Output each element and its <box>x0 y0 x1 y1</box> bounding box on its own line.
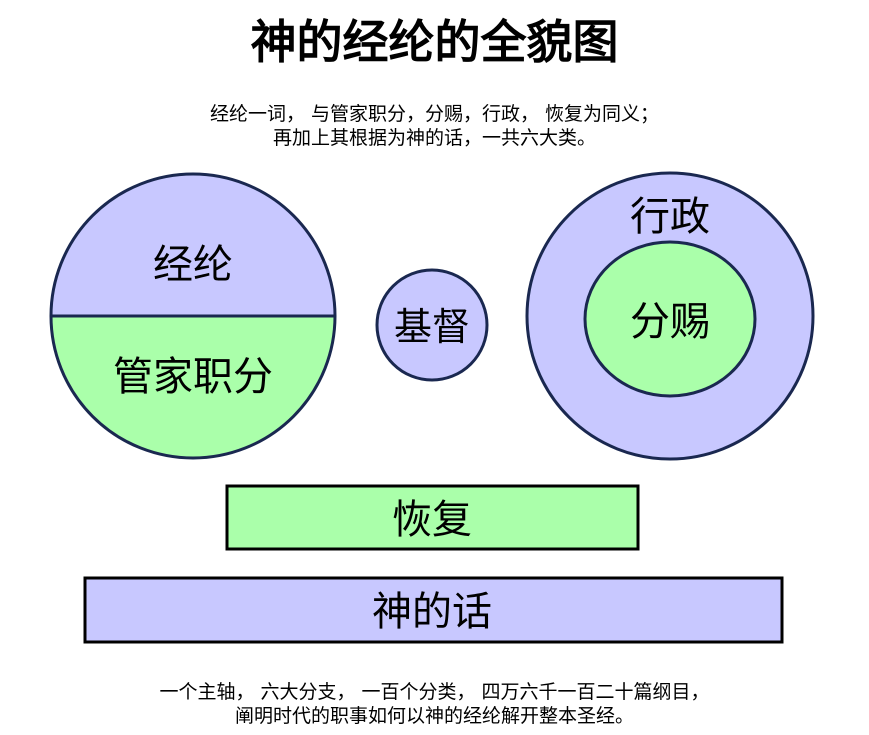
page-title: 神的经纶的全貌图 <box>250 15 619 69</box>
subtitle-line: 再加上其根据为神的话，一共六大类。 <box>272 127 596 149</box>
footer-line: 阐明时代的职事如何以神的经纶解开整本圣经。 <box>234 705 634 727</box>
outline <box>49 172 337 460</box>
word-shape <box>83 576 784 644</box>
subtitle-line: 经纶一词， 与管家职分，分赐，行政， 恢复为同义； <box>209 103 660 125</box>
recovery-shape <box>225 484 640 551</box>
economy-label: 经纶 <box>153 242 233 288</box>
recovery-label: 恢复 <box>392 497 472 543</box>
christ-circle: 基督 <box>375 268 489 382</box>
stewardship-label: 管家职分 <box>113 354 273 400</box>
word-label: 神的话 <box>372 589 492 635</box>
christ-label: 基督 <box>394 305 470 349</box>
christ-shape <box>375 268 489 382</box>
administration-label: 行政 <box>630 194 710 240</box>
economy-stewardship-circle: 经纶 管家职分 <box>49 172 337 460</box>
footer-line: 一个主轴， 六大分支， 一百个分类， 四万六千一百二十篇纲目， <box>159 681 710 703</box>
footer: 一个主轴， 六大分支， 一百个分类， 四万六千一百二十篇纲目， 阐明时代的职事如… <box>0 680 869 728</box>
word-box: 神的话 <box>83 576 784 644</box>
administration-circle: 行政 分赐 <box>525 171 815 461</box>
dispensing-shape <box>583 240 757 398</box>
subtitle: 经纶一词， 与管家职分，分赐，行政， 恢复为同义； 再加上其根据为神的话，一共六… <box>0 102 869 150</box>
recovery-box: 恢复 <box>225 484 640 551</box>
dispensing-label: 分赐 <box>630 299 710 345</box>
